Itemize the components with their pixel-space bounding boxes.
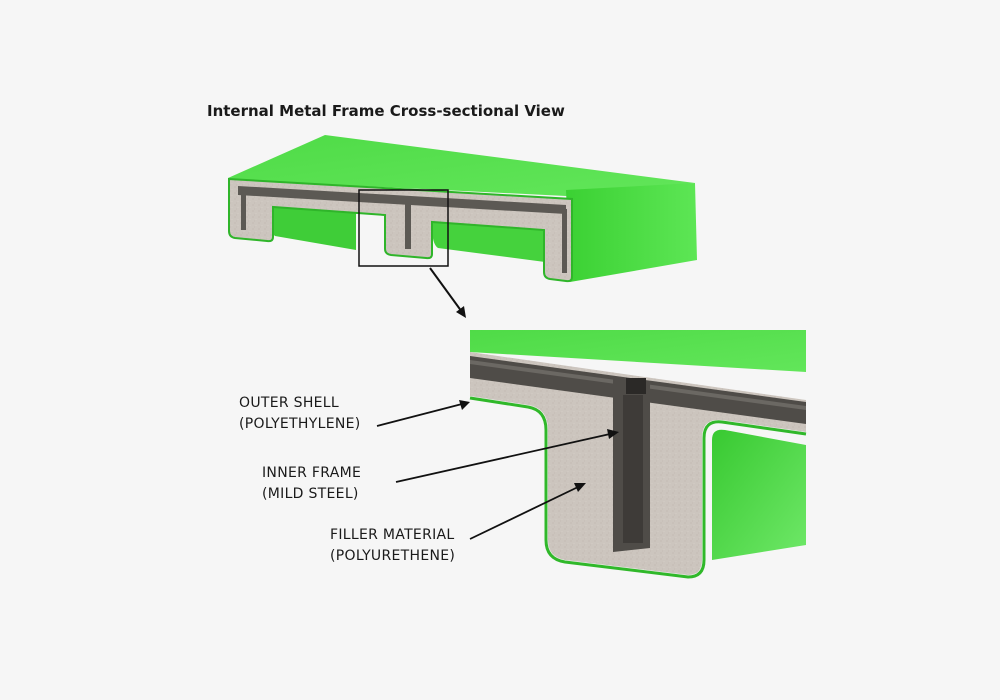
callout-filler-material: FILLER MATERIAL (POLYURETHENE) xyxy=(330,525,455,567)
callout-filler-line2: (POLYURETHENE) xyxy=(330,548,456,564)
pallet-frame-leg-1 xyxy=(241,190,246,230)
zoom-highlight-box xyxy=(358,189,449,267)
callout-outer-shell-line1: OUTER SHELL xyxy=(239,395,340,411)
pallet-frame-leg-3 xyxy=(562,209,567,273)
callout-inner-frame-line1: INNER FRAME xyxy=(262,465,362,481)
callout-leaders xyxy=(376,400,619,540)
leader-inner-frame xyxy=(395,433,611,483)
callout-outer-shell: OUTER SHELL (POLYETHYLENE) xyxy=(239,393,361,435)
callout-inner-frame-line2: (MILD STEEL) xyxy=(262,486,359,502)
detail-top-surface xyxy=(470,330,806,372)
pallet-right-face xyxy=(566,183,697,282)
leader-outer-shell xyxy=(376,403,463,427)
zoom-arrow xyxy=(429,267,466,318)
pallet-left-channel xyxy=(269,205,356,250)
callout-inner-frame: INNER FRAME (MILD STEEL) xyxy=(262,463,361,505)
callout-outer-shell-line2: (POLYETHYLENE) xyxy=(239,416,361,432)
pallet-overview xyxy=(228,135,697,283)
detail-outer-shell xyxy=(469,396,807,579)
detail-channel-wall xyxy=(712,429,806,560)
detail-view xyxy=(469,330,807,579)
pallet-steel-frame xyxy=(238,186,566,214)
figure-title: Internal Metal Frame Cross-sectional Vie… xyxy=(207,102,565,120)
callout-filler-line1: FILLER MATERIAL xyxy=(330,527,455,543)
pallet-top-surface xyxy=(228,135,695,196)
leader-filler xyxy=(469,486,579,540)
pallet-frame-leg-2 xyxy=(405,199,411,249)
